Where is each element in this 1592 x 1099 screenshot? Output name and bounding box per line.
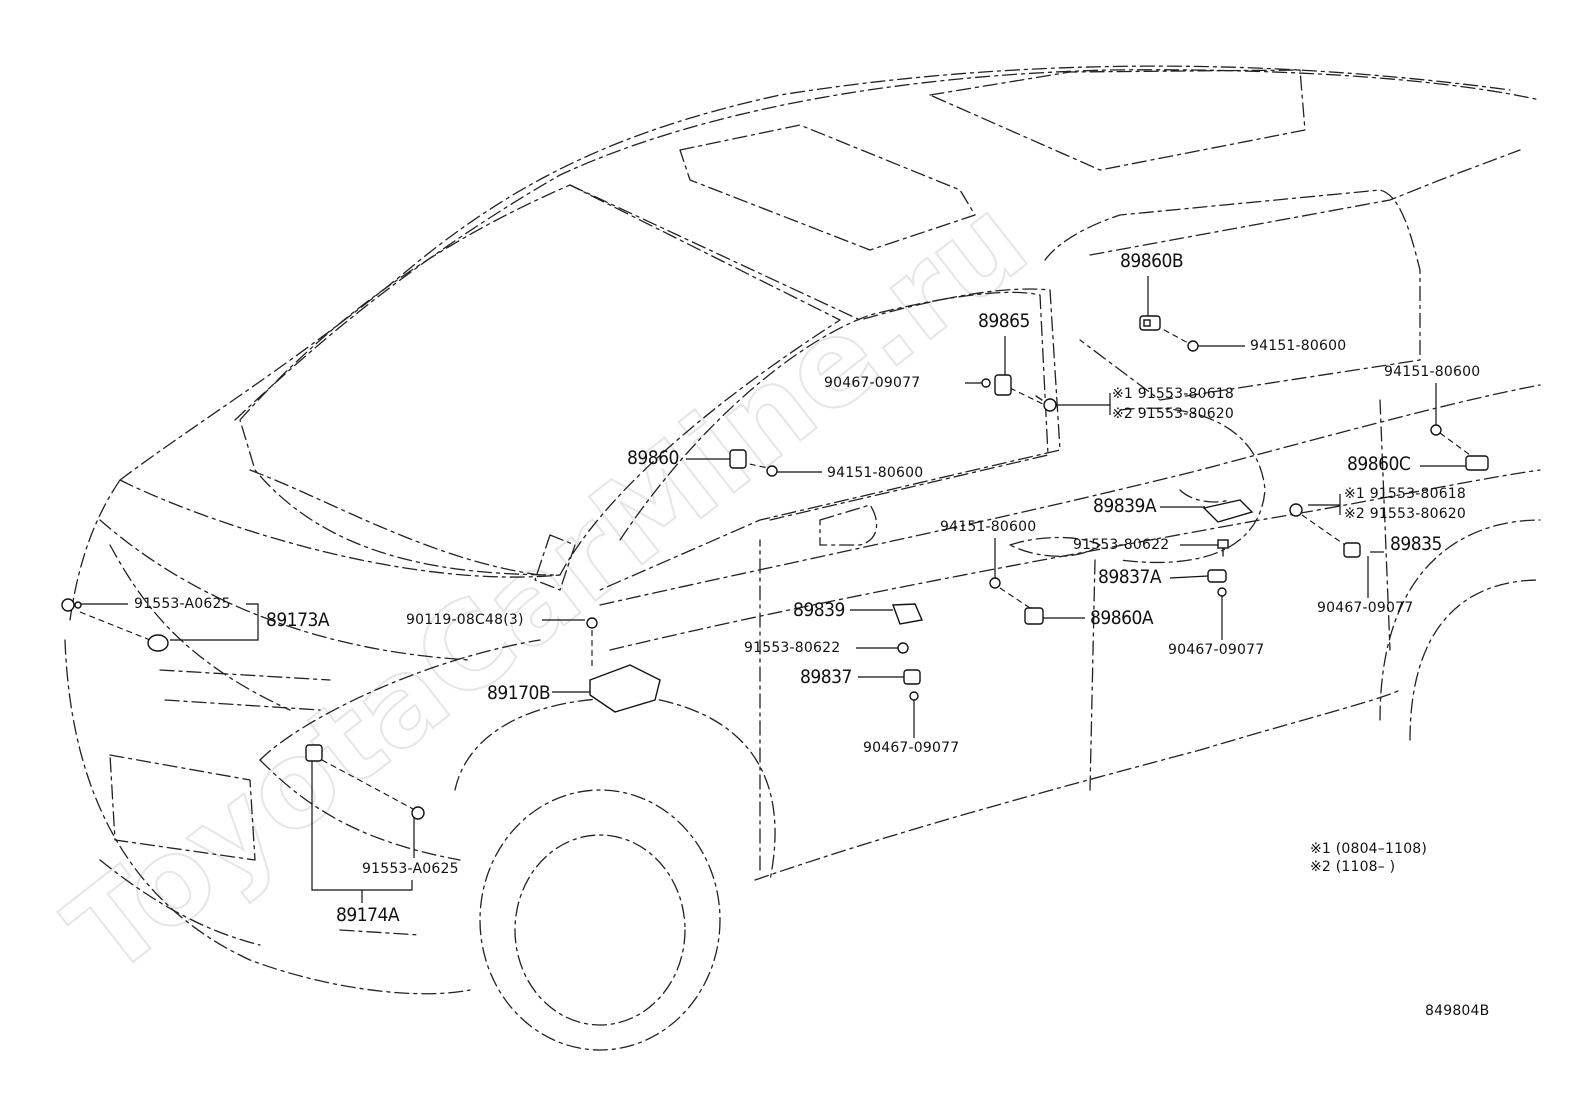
part-91553-A0625-bolt-a: [61, 598, 82, 612]
part-94151-80600-nut-c: [766, 465, 778, 477]
part-89860C-sensor: [1465, 455, 1489, 471]
label-91553-A0625-a: 91553-A0625: [134, 596, 231, 612]
label-89860: 89860: [627, 447, 679, 469]
part-89839-module: [892, 603, 923, 625]
label-89860B: 89860B: [1120, 250, 1184, 272]
part-90467-09077-clip-b: [1217, 587, 1227, 597]
note-1: ※1 (0804–1108): [1310, 841, 1428, 857]
label-89839: 89839: [793, 599, 845, 621]
part-89837A-sensor: [1207, 569, 1227, 583]
label-note2-91553-80620-a: ※2 91553-80620: [1112, 406, 1235, 422]
diagram-id: 849804B: [1425, 1003, 1490, 1019]
label-89173A: 89173A: [266, 609, 330, 631]
label-90467-09077-c: 90467-09077: [1168, 642, 1265, 658]
part-91553-bolt-a: [1035, 395, 1057, 412]
label-94151-80600-a: 94151-80600: [1250, 338, 1347, 354]
part-91553-80622-bolt-b: [897, 642, 909, 654]
label-89860A: 89860A: [1090, 607, 1154, 629]
part-90119-08C48-bolt: [586, 617, 598, 629]
label-94151-80600-c: 94151-80600: [827, 465, 924, 481]
part-94151-80600-nut-a: [1187, 340, 1199, 352]
part-89860A-sensor: [1024, 607, 1044, 625]
part-89173A-sensor: [147, 634, 169, 652]
parts: [61, 315, 1489, 820]
label-note1-91553-80618-a: ※1 91553-80618: [1112, 386, 1235, 402]
car-body-outline: [64, 65, 1541, 1051]
part-89170B-ecu: [589, 664, 661, 713]
label-89837A: 89837A: [1098, 566, 1162, 588]
label-90467-09077-a: 90467-09077: [824, 375, 921, 391]
part-89865-sensor: [994, 374, 1012, 396]
label-89865: 89865: [978, 310, 1030, 332]
part-90467-09077-clip-c: [909, 691, 919, 701]
label-94151-80600-b: 94151-80600: [1384, 364, 1481, 380]
label-94151-80600-d: 94151-80600: [940, 519, 1037, 535]
part-89839A-module: [1202, 499, 1254, 523]
label-note2-91553-80620-b: ※2 91553-80620: [1344, 506, 1467, 522]
label-89174A: 89174A: [336, 904, 400, 926]
label-91553-80622-b: 91553-80622: [744, 640, 841, 656]
part-91553-bolt-b: [1289, 503, 1303, 517]
label-90467-09077-d: 90467-09077: [863, 740, 960, 756]
part-89860B-sensor: [1139, 315, 1161, 331]
watermark-text: ToyotaCarMine.ru: [42, 171, 1052, 1002]
part-89174A-sensor: [305, 744, 323, 762]
label-90119-08C48: 90119-08C48(3): [406, 612, 524, 628]
label-89837: 89837: [800, 666, 852, 688]
leader-lines: [78, 276, 1471, 903]
label-89170B: 89170B: [487, 682, 551, 704]
part-89835-sensor: [1343, 542, 1361, 558]
label-91553-A0625-b: 91553-A0625: [362, 861, 459, 877]
part-94151-80600-nut-d: [989, 577, 1001, 589]
note-2: ※2 (1108– ): [1310, 859, 1396, 875]
part-89860-sensor: [729, 449, 747, 469]
part-90467-09077-clip-a: [981, 378, 991, 388]
label-89835: 89835: [1390, 533, 1442, 555]
label-note1-91553-80618-b: ※1 91553-80618: [1344, 486, 1467, 502]
part-91553-80622-bolt-a: [1217, 539, 1229, 557]
part-94151-80600-nut-b: [1430, 424, 1442, 436]
label-89839A: 89839A: [1093, 495, 1157, 517]
part-91553-A0625-bolt-b: [411, 806, 425, 820]
label-91553-80622-a: 91553-80622: [1073, 537, 1170, 553]
label-89860C: 89860C: [1347, 453, 1411, 475]
part-89837-sensor: [903, 669, 921, 685]
label-90467-09077-b: 90467-09077: [1317, 600, 1414, 616]
